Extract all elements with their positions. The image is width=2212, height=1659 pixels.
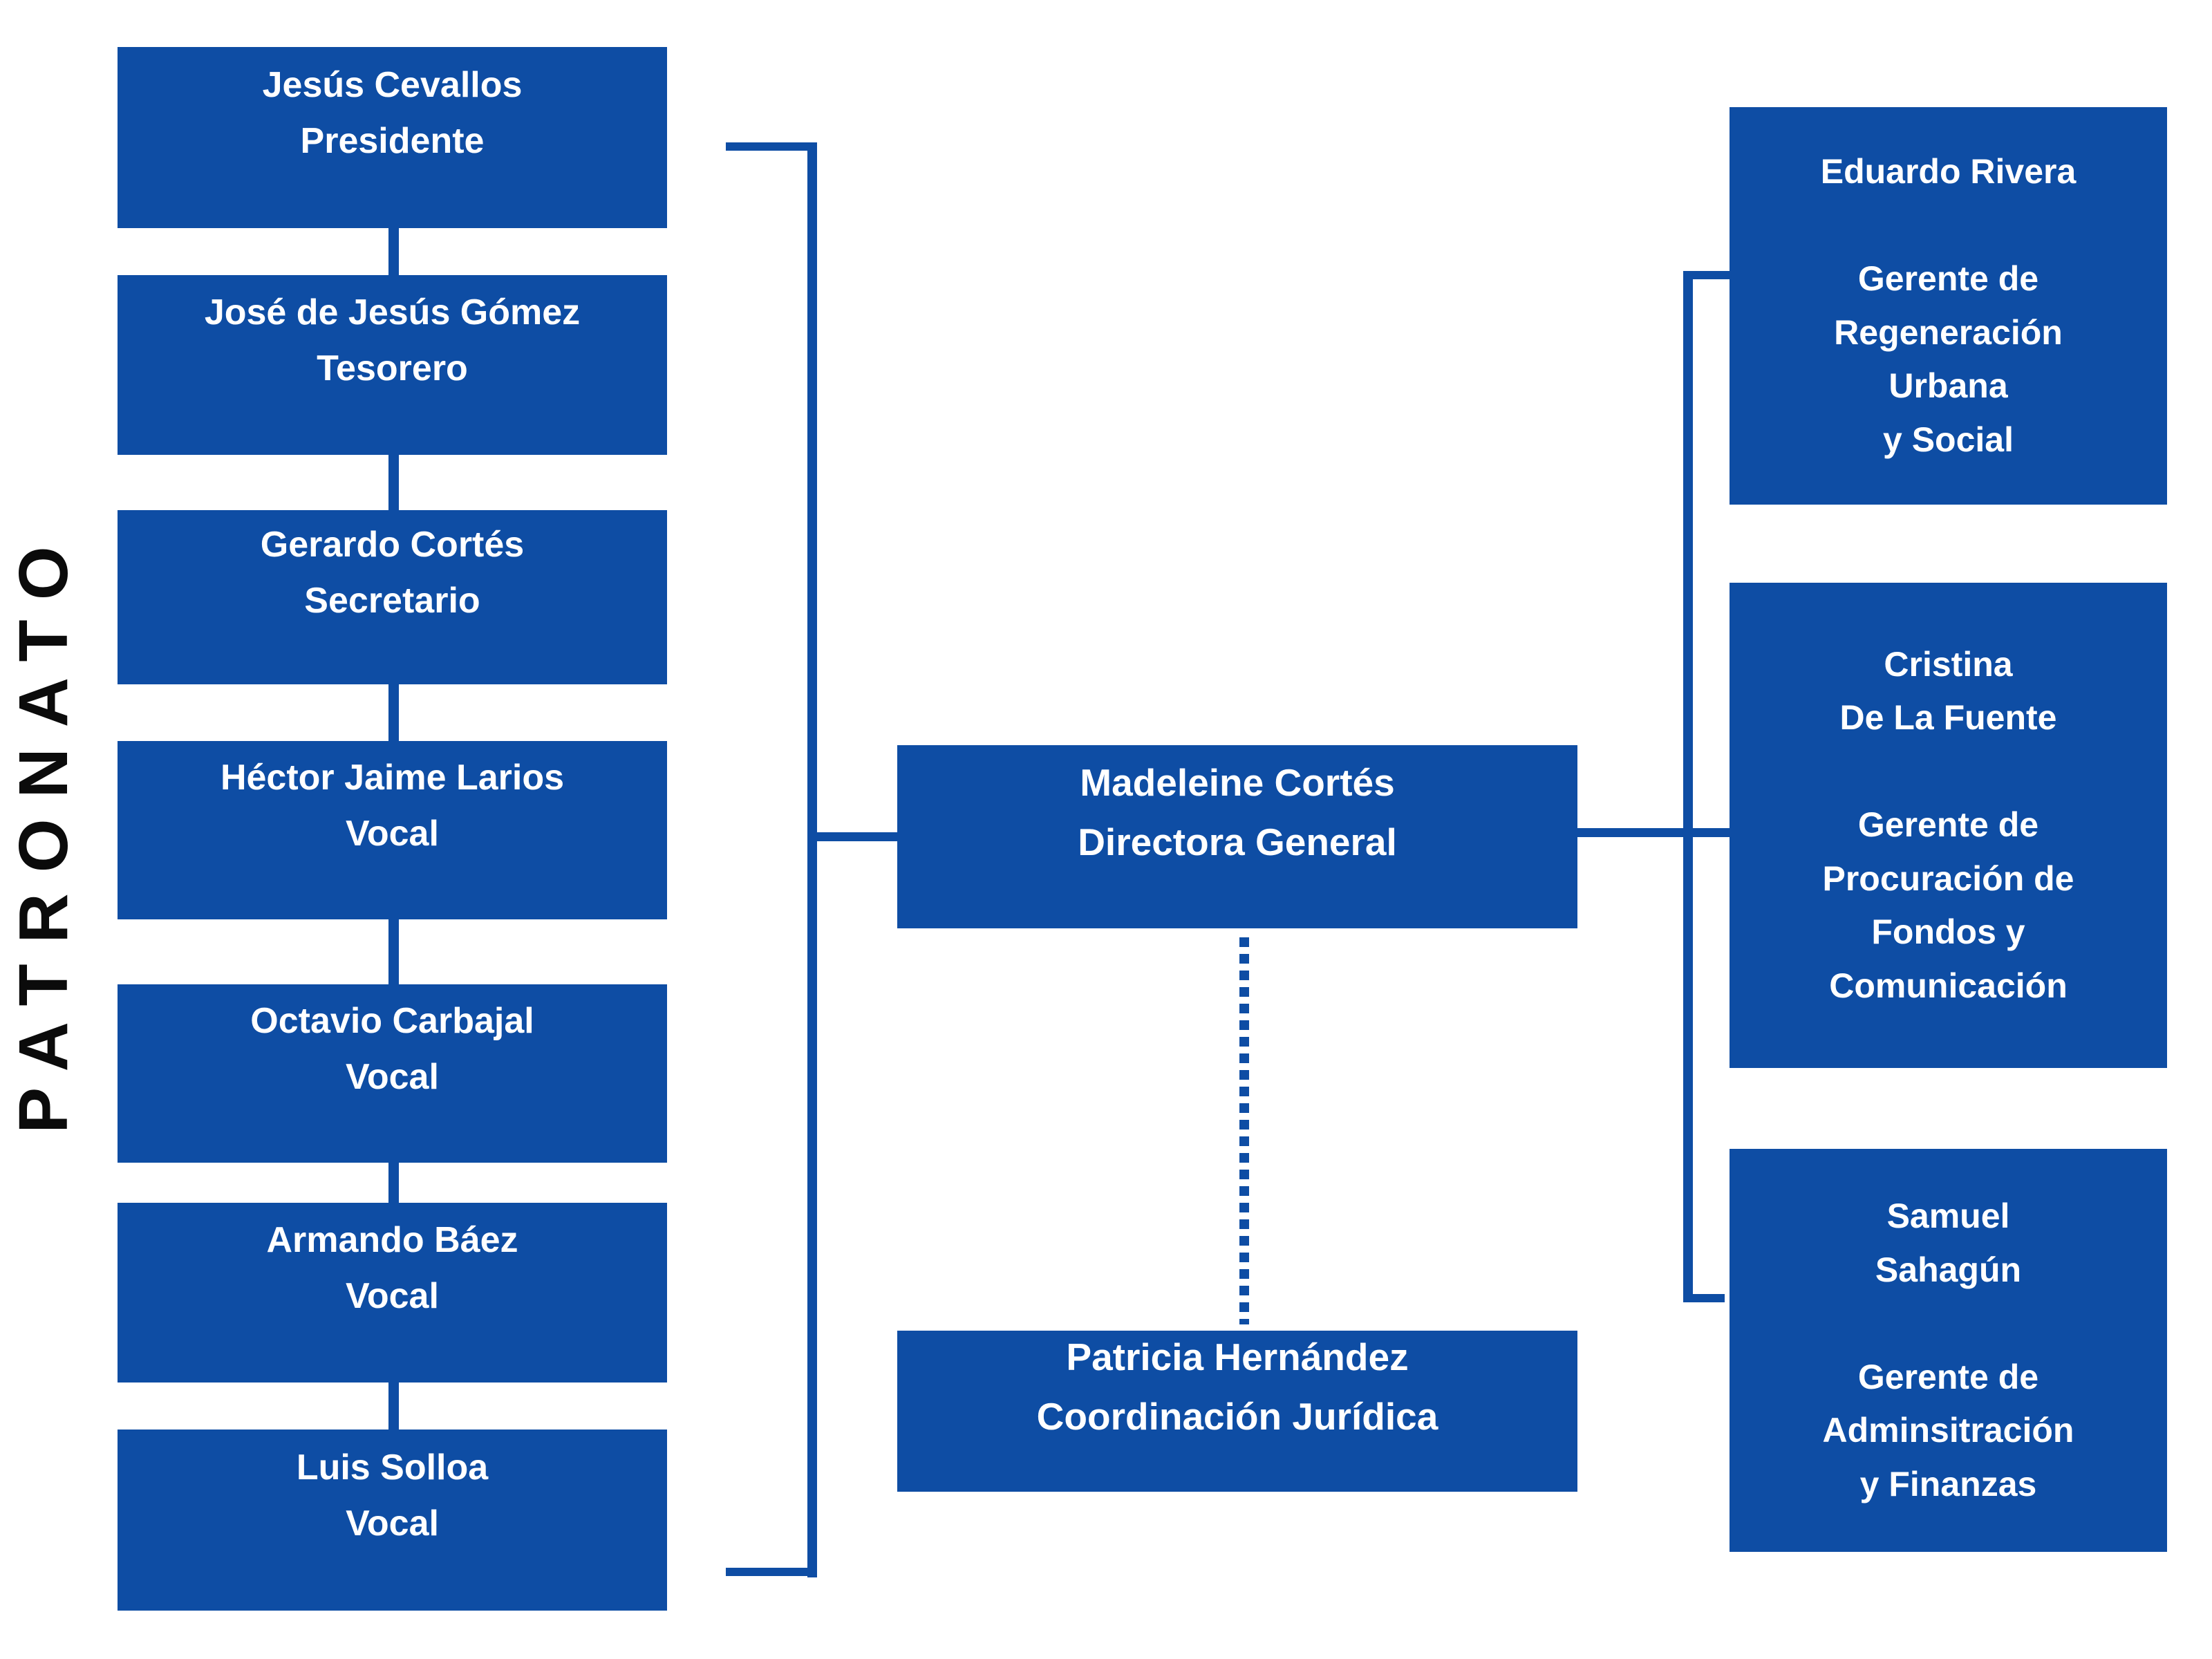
- org-box-vocal-4: Luis Solloa Vocal: [118, 1430, 667, 1611]
- connector-left-5-6: [388, 1163, 399, 1203]
- bracket-right-mid-link: [1577, 828, 1730, 837]
- org-box-text: Eduardo Rivera Gerente de Regeneración U…: [1820, 152, 2077, 459]
- bracket-right-bottom-stub: [1693, 1294, 1725, 1302]
- connector-left-4-5: [388, 919, 399, 984]
- org-box-gerente-administracion: Samuel Sahagún Gerente de Adminsitración…: [1730, 1149, 2167, 1552]
- org-box-secretario: Gerardo Cortés Secretario: [118, 510, 667, 684]
- connector-left-1-2: [388, 228, 399, 275]
- connector-left-3-4: [388, 684, 399, 741]
- connector-left-2-3: [388, 455, 399, 510]
- bracket-left-vertical: [807, 142, 817, 1577]
- connector-left-6-7: [388, 1382, 399, 1430]
- org-box-directora-general: Madeleine Cortés Directora General: [897, 745, 1577, 928]
- org-box-text: Samuel Sahagún Gerente de Adminsitración…: [1822, 1197, 2074, 1503]
- org-box-gerente-procuracion: Cristina De La Fuente Gerente de Procura…: [1730, 583, 2167, 1068]
- bracket-left-bottom-stub: [726, 1568, 817, 1576]
- bracket-right-vertical: [1683, 271, 1693, 1302]
- org-box-text: José de Jesús Gómez Tesorero: [204, 292, 581, 388]
- org-box-text: Gerardo Cortés Secretario: [260, 525, 525, 621]
- org-box-vocal-1: Héctor Jaime Larios Vocal: [118, 741, 667, 919]
- org-box-coordinacion-juridica: Patricia Hernández Coordinación Jurídica: [897, 1331, 1577, 1492]
- patronato-side-label: PATRONATO: [4, 525, 82, 1134]
- org-box-text: Cristina De La Fuente Gerente de Procura…: [1822, 644, 2074, 1005]
- org-box-vocal-2: Octavio Carbajal Vocal: [118, 984, 667, 1163]
- org-box-text: Madeleine Cortés Directora General: [1078, 761, 1397, 863]
- org-box-text: Armando Báez Vocal: [266, 1220, 518, 1316]
- bracket-right-top-stub: [1693, 271, 1730, 279]
- bracket-left-mid-link: [817, 832, 897, 841]
- org-box-presidente: Jesús Cevallos Presidente: [118, 47, 667, 228]
- org-box-gerente-regeneracion: Eduardo Rivera Gerente de Regeneración U…: [1730, 107, 2167, 505]
- org-box-text: Luis Solloa Vocal: [296, 1447, 489, 1544]
- org-box-text: Patricia Hernández Coordinación Jurídica: [1036, 1335, 1438, 1438]
- bracket-left-top-stub: [726, 142, 817, 151]
- org-box-vocal-3: Armando Báez Vocal: [118, 1203, 667, 1382]
- org-box-text: Jesús Cevallos Presidente: [262, 65, 523, 161]
- org-box-tesorero: José de Jesús Gómez Tesorero: [118, 275, 667, 455]
- org-box-text: Octavio Carbajal Vocal: [250, 1001, 534, 1097]
- dotted-connector-juridica: [1239, 937, 1249, 1324]
- org-box-text: Héctor Jaime Larios Vocal: [220, 758, 565, 854]
